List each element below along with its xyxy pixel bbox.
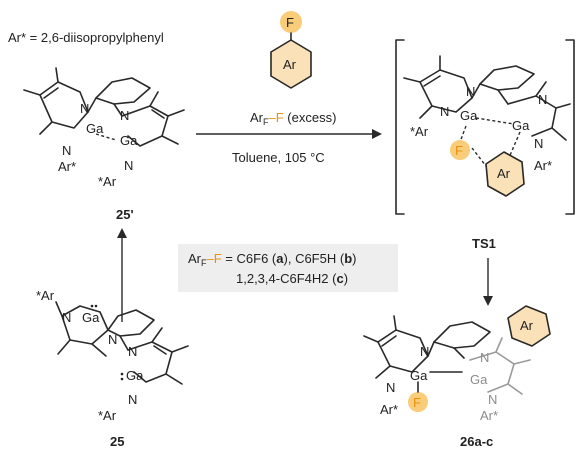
arrow-ts1-to-26: [483, 258, 493, 306]
atom-ga: Ga: [82, 310, 100, 325]
reagent-f-atom: F: [286, 15, 294, 30]
lone-pair-dot: [94, 304, 98, 308]
atom-n-gray: N: [488, 392, 497, 407]
compound-label-26: 26a-c: [460, 434, 493, 449]
atom-n: N: [534, 136, 543, 151]
atom-n: N: [80, 101, 89, 116]
atom-f: F: [413, 395, 421, 410]
atom-ar-star: Ar*: [380, 402, 398, 417]
atom-ga: Ga: [126, 368, 144, 383]
atom-n: N: [124, 158, 133, 173]
compound-label-25-prime: 25': [116, 207, 134, 222]
reagent-ring-label: Ar: [283, 57, 297, 72]
atom-star-ar: *Ar: [410, 124, 429, 139]
atom-n: N: [62, 143, 71, 158]
compound-25: [55, 301, 189, 385]
atom-ar-star: Ar*: [58, 159, 76, 174]
compound-25-prime: [23, 67, 185, 147]
lone-pair-dot: [120, 372, 124, 376]
atom-n-gray: N: [480, 350, 489, 365]
atom-ar-star-gray: Ar*: [480, 408, 498, 423]
atom-n: N: [62, 310, 71, 325]
substituent-line-1: ArF–F = C6F6 (a), C6F5H (b): [188, 251, 357, 268]
substituent-box: [178, 244, 398, 292]
ar-star-definition: Ar* = 2,6-diisopropylphenyl: [8, 30, 164, 45]
substituent-line-2: 1,2,3,4-C6F4H2 (c): [236, 271, 348, 286]
compound-26: [363, 305, 551, 412]
transition-state-ts1: [395, 39, 575, 215]
atom-n: N: [120, 108, 129, 123]
atom-ga: Ga: [512, 118, 530, 133]
reaction-arrow-right: [196, 129, 382, 139]
atom-ga: Ga: [410, 368, 428, 383]
atom-n: N: [420, 344, 429, 359]
atom-n: N: [128, 392, 137, 407]
arrow-25-to-25-prime: [117, 228, 127, 322]
lone-pair-dot: [120, 377, 124, 381]
atom-star-ar: *Ar: [98, 174, 117, 189]
atom-n: N: [108, 332, 117, 347]
atom-ga: Ga: [86, 121, 104, 136]
atom-f: F: [455, 143, 463, 158]
atom-n: N: [466, 84, 475, 99]
atom-star-ar: *Ar: [36, 288, 55, 303]
reagent-formula: ArF–F (excess): [250, 110, 336, 127]
compound-label-25: 25: [110, 434, 124, 449]
atom-ar: Ar: [520, 318, 534, 333]
lone-pair-dot: [90, 304, 94, 308]
atom-n: N: [128, 344, 137, 359]
compound-label-ts1: TS1: [472, 236, 496, 251]
atom-ar: Ar: [497, 166, 511, 181]
atom-star-ar: *Ar: [98, 408, 117, 423]
atom-ar-star: Ar*: [534, 158, 552, 173]
reagent-fluoroarene: [270, 11, 312, 89]
atom-n: N: [538, 92, 547, 107]
atom-n: N: [440, 104, 449, 119]
atom-n: N: [386, 380, 395, 395]
atom-ga: Ga: [460, 108, 478, 123]
reaction-conditions: Toluene, 105 °C: [232, 150, 325, 165]
atom-ga: Ga: [120, 133, 138, 148]
atom-ga-gray: Ga: [470, 372, 488, 387]
